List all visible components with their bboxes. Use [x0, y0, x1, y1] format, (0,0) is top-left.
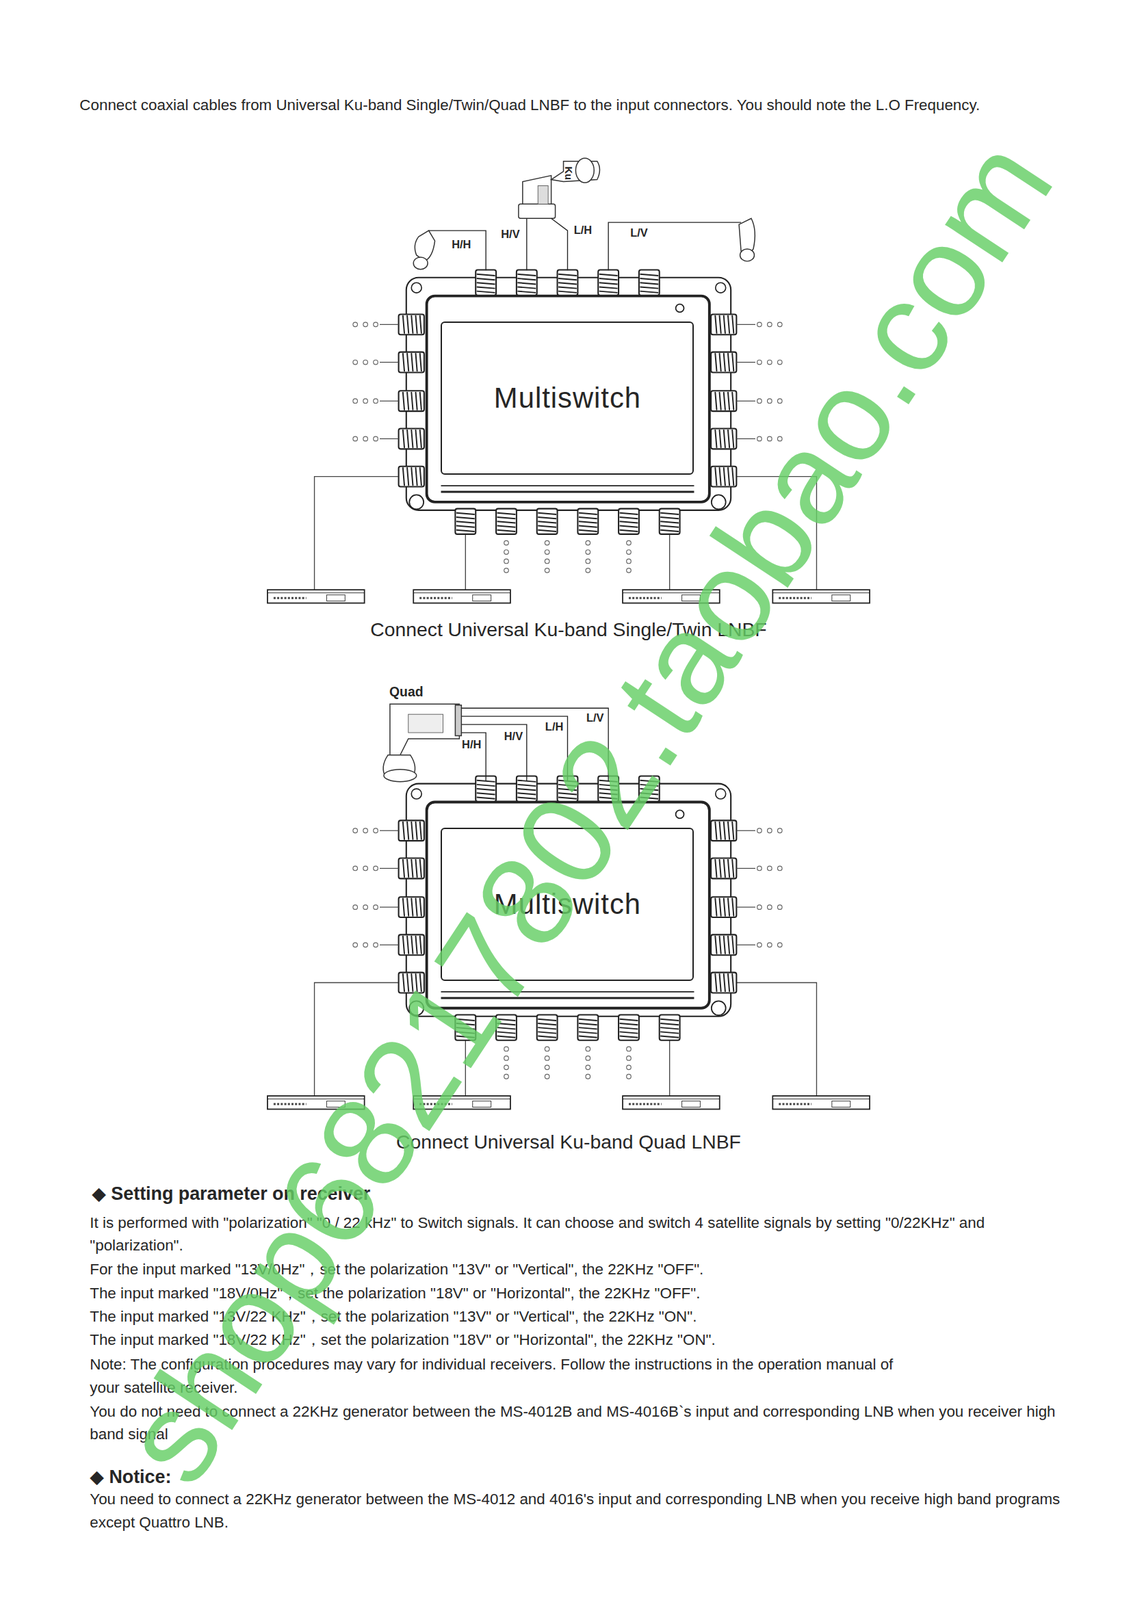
drawing-part [413, 257, 428, 270]
section-heading: ◆ Notice: [89, 1463, 499, 1491]
notice-text: You need to connect a 22KHz generator be… [89, 1488, 1078, 1534]
device-name: Multiswitch [494, 381, 642, 415]
lnb-quad [383, 704, 462, 782]
multiswitch-display: Multiswitch [440, 321, 694, 475]
figure-caption: Connect Universal Ku-band Single/Twin LN… [370, 615, 767, 645]
input-label: H/H [460, 738, 483, 751]
multiswitch-display: Multiswitch [440, 827, 694, 982]
coax-cable [429, 218, 741, 271]
drawing-part [383, 769, 417, 783]
drawing-part [575, 158, 594, 183]
drawing-part [461, 724, 527, 781]
body-text: The input marked "18V/22 KHz"，set the po… [89, 1328, 1078, 1352]
body-text: The input marked "13V/22 KHz"，set the po… [89, 1305, 1078, 1329]
drawing-part [414, 230, 435, 262]
input-label: L/H [572, 223, 594, 237]
drawing-part [608, 222, 741, 271]
coax-cable [461, 708, 609, 781]
drawing-part [738, 218, 755, 254]
drawing-part [267, 270, 870, 604]
input-label: H/V [502, 730, 525, 743]
lnb-single-twin [413, 158, 755, 270]
drawing-part [390, 704, 460, 756]
note-text: Note: The configuration procedures may v… [89, 1353, 917, 1400]
drawing-part [740, 249, 755, 262]
input-label: L/V [628, 226, 650, 239]
drawing-part [551, 218, 568, 271]
input-label: L/V [585, 711, 606, 724]
drawing-part [518, 203, 556, 219]
intro-text: Connect coaxial cables from Universal Ku… [79, 93, 1065, 117]
drawing-part [537, 185, 549, 204]
drawing-part [408, 714, 444, 733]
body-text: For the input marked "13V/0Hz"，set the p… [89, 1258, 1078, 1282]
body-text: The input marked "18V/0Hz"，set the polar… [89, 1282, 1078, 1306]
section-heading: ◆ Setting parameter on receiver [91, 1180, 806, 1208]
input-label: H/H [450, 238, 473, 251]
device-name: Multiswitch [494, 888, 642, 921]
drawing-part [526, 218, 527, 271]
drawing-part [461, 708, 609, 781]
figure-caption: Connect Universal Ku-band Quad LNBF [396, 1127, 741, 1157]
body-text: You do not need to connect a 22KHz gener… [89, 1400, 1078, 1447]
input-label: L/H [543, 720, 565, 733]
input-label: H/V [499, 227, 521, 241]
drawing-part [455, 705, 462, 737]
drawing-part [267, 775, 870, 1110]
body-text: It is performed with "polarization" "0 /… [89, 1211, 1078, 1258]
lnb-marking: Ku [563, 165, 575, 182]
drawing-part [429, 230, 487, 271]
lnb-type-label: Quad [387, 684, 425, 700]
